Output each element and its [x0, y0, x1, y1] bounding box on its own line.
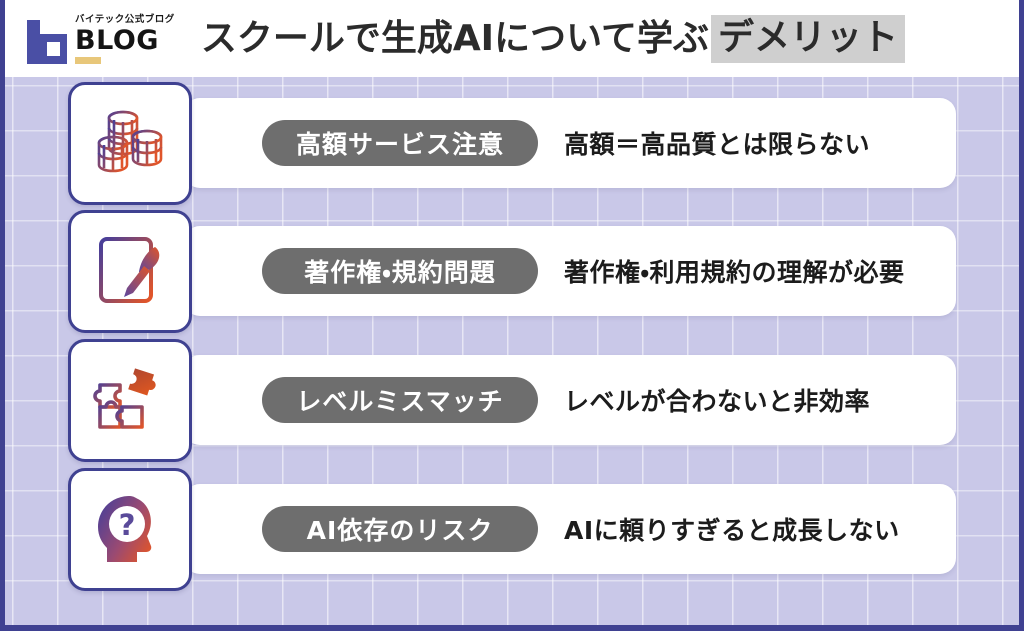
coin-stack-icon: [68, 81, 192, 205]
list-item: ? AI依存のリスク AIに頼りすぎると成長しない: [68, 467, 956, 591]
status-badge: AI依存のリスク: [262, 506, 538, 552]
logo-text-block: バイテック公式ブログ BLOG: [75, 15, 175, 64]
list-item: レベルミスマッチ レベルが合わないと非効率: [68, 338, 956, 462]
svg-text:?: ?: [119, 508, 136, 542]
status-badge: 高額サービス注意: [262, 120, 538, 166]
logo-underbar: [75, 56, 101, 64]
list-item-content: レベルミスマッチ レベルが合わないと非効率: [184, 355, 956, 445]
list-item-content: 高額サービス注意 高額＝高品質とは限らない: [184, 98, 956, 188]
puzzle-pieces-icon: [68, 338, 192, 462]
demerit-list: 高額サービス注意 高額＝高品質とは限らない: [5, 77, 1019, 625]
list-item-content: AI依存のリスク AIに頼りすぎると成長しない: [184, 484, 956, 574]
logo-wordmark: BLOG: [75, 24, 159, 56]
list-item-content: 著作権・規約問題 著作権・利用規約の理解が必要: [184, 226, 956, 316]
list-item-description: レベルが合わないと非効率: [564, 387, 871, 416]
site-logo: バイテック公式ブログ BLOG: [27, 15, 175, 64]
status-badge: レベルミスマッチ: [262, 377, 538, 423]
page-title-main: スクールで生成AIについて学ぶ: [200, 17, 709, 59]
list-item: 著作権・規約問題 著作権・利用規約の理解が必要: [68, 209, 956, 333]
header-bar: バイテック公式ブログ BLOG スクールで生成AIについて学ぶ デメリット: [5, 0, 1019, 77]
page-title: スクールで生成AIについて学ぶ デメリット: [200, 14, 906, 63]
list-item: 高額サービス注意 高額＝高品質とは限らない: [68, 81, 956, 205]
document-pen-icon: [68, 209, 192, 333]
list-item-description: AIに頼りすぎると成長しない: [564, 516, 900, 545]
list-item-description: 高額＝高品質とは限らない: [564, 130, 871, 159]
head-question-icon: ?: [68, 467, 192, 591]
logo-tagline: バイテック公式ブログ: [75, 14, 175, 26]
page-title-highlight: デメリット: [711, 14, 906, 63]
list-item-description: 著作権・利用規約の理解が必要: [564, 258, 905, 287]
status-badge: 著作権・規約問題: [262, 248, 538, 294]
b-logo-mark-icon: [27, 19, 67, 64]
